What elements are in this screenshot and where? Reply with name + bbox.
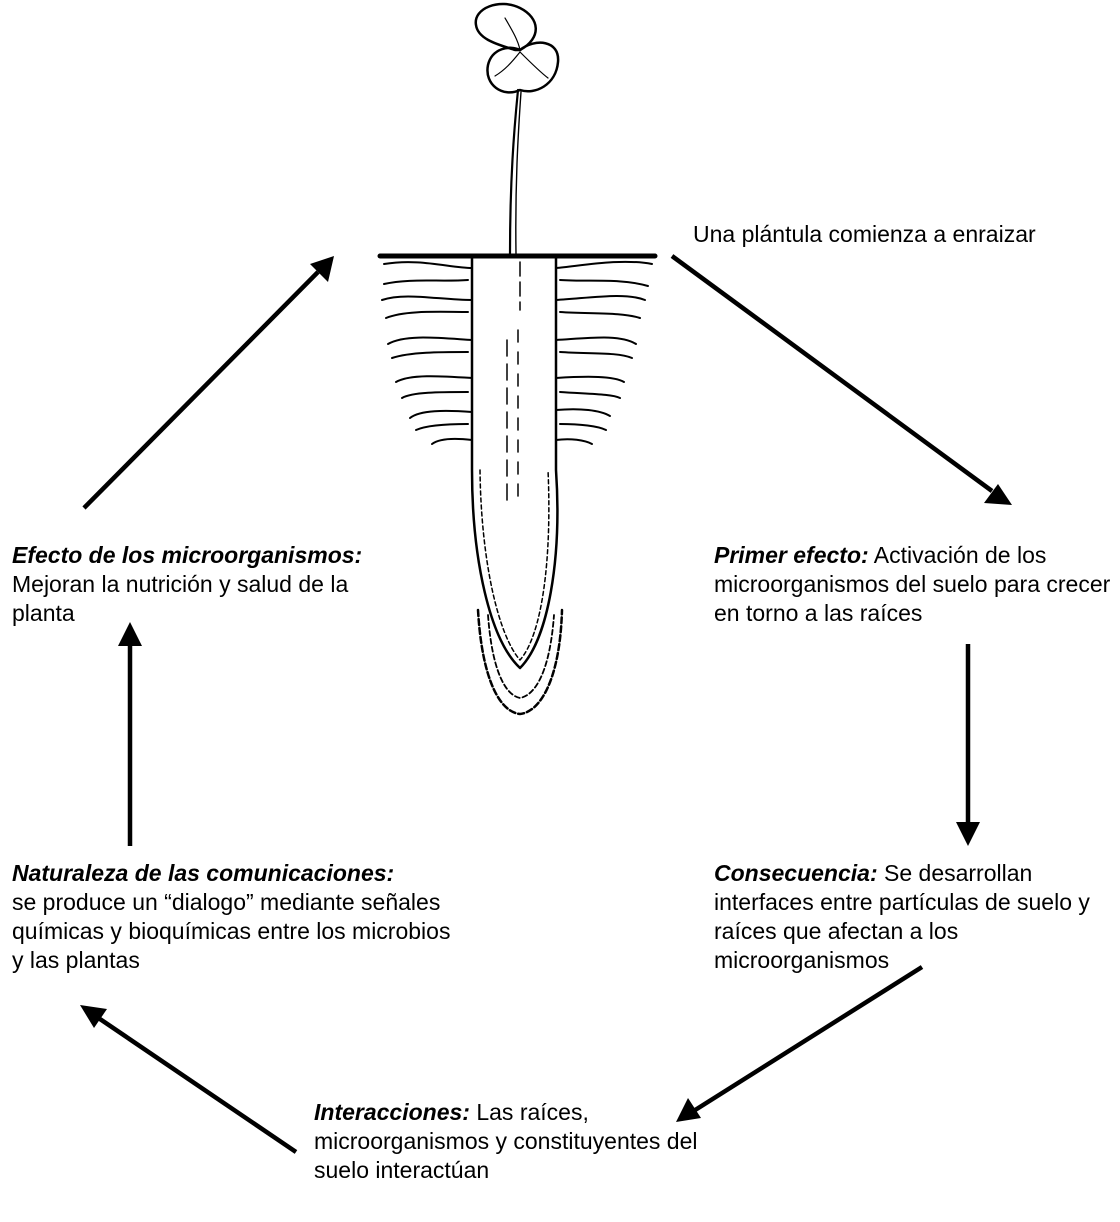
root-hairs-right bbox=[556, 262, 652, 444]
label-consecuencia: Consecuencia: Se desarrollan interfaces … bbox=[714, 859, 1119, 975]
seedling-leaf-icon bbox=[487, 43, 558, 93]
label-efecto-title: Efecto de los microorganismos: bbox=[12, 542, 362, 568]
seedling-illustration bbox=[380, 4, 655, 714]
arrow-start-to-primer bbox=[672, 256, 1012, 505]
main-root bbox=[472, 258, 557, 668]
arrow-efecto-to-start bbox=[84, 256, 334, 508]
arrow-interacciones-to-naturaleza bbox=[80, 1005, 296, 1152]
root-hairs-left bbox=[382, 262, 472, 444]
arrow-naturaleza-to-efecto bbox=[118, 622, 142, 846]
label-interacciones-title: Interacciones: bbox=[314, 1099, 470, 1125]
label-primer-efecto-title: Primer efecto: bbox=[714, 542, 869, 568]
label-efecto-microorganismos: Efecto de los microorganismos: Mejoran l… bbox=[12, 541, 412, 628]
label-primer-efecto: Primer efecto: Activación de los microor… bbox=[714, 541, 1114, 628]
seedling-leaf-icon bbox=[476, 4, 536, 50]
label-naturaleza-title: Naturaleza de las comunicaciones: bbox=[12, 860, 394, 886]
label-naturaleza-text: se produce un “dialogo” mediante señales… bbox=[12, 889, 450, 973]
cycle-arrows bbox=[80, 256, 1012, 1152]
label-naturaleza-comunicaciones: Naturaleza de las comunicaciones: se pro… bbox=[12, 859, 462, 975]
label-interacciones: Interacciones: Las raíces, microorganism… bbox=[314, 1098, 754, 1185]
label-efecto-text: Mejoran la nutrición y salud de la plant… bbox=[12, 571, 348, 626]
label-plantula-start: Una plántula comienza a enraizar bbox=[693, 220, 1036, 249]
label-start-text: Una plántula comienza a enraizar bbox=[693, 221, 1036, 247]
arrow-primer-to-consecuencia bbox=[956, 644, 980, 846]
label-consecuencia-title: Consecuencia: bbox=[714, 860, 878, 886]
